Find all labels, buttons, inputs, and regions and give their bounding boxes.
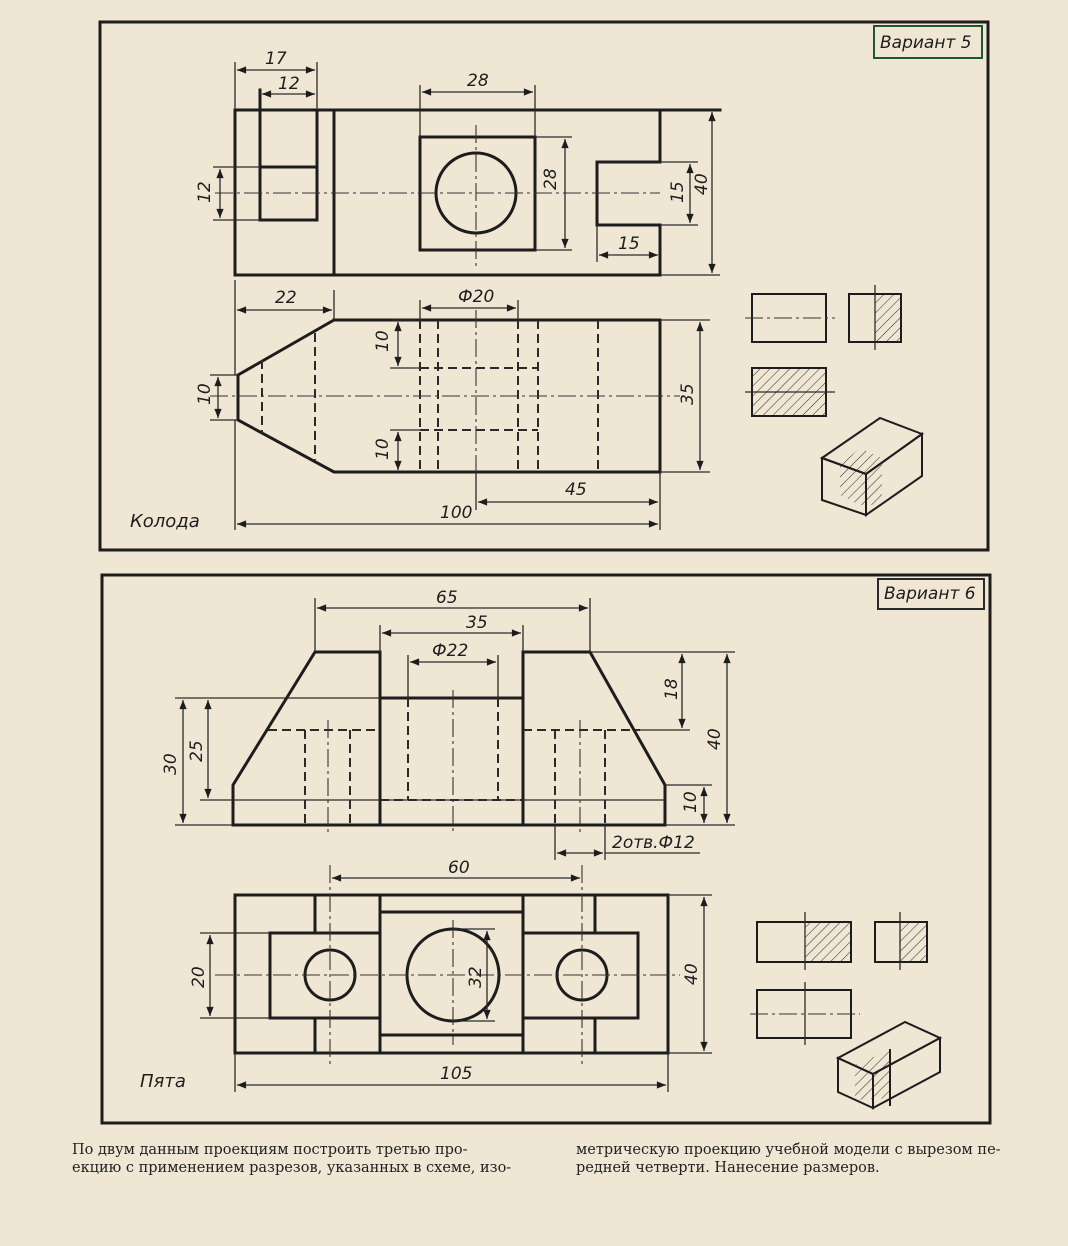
dim-22: 22 (275, 288, 297, 308)
dimensions-panel-5: 17 12 28 12 28 15 40 15 22 Ф20 10 10 10 … (195, 49, 720, 530)
dim-12-top: 12 (278, 74, 300, 94)
dim-28-side: 28 (541, 168, 561, 190)
dim-15-side: 15 (668, 181, 688, 203)
plan-view (215, 865, 680, 1065)
panel-frame (98, 20, 990, 552)
dim-28-top: 28 (467, 71, 489, 91)
isometric-model-6 (835, 1020, 943, 1110)
dim-45: 45 (565, 480, 587, 500)
panel-variant-6: Вариант 6 (100, 573, 992, 1125)
dim-20: 20 (189, 966, 209, 988)
dim-40-plan: 40 (682, 963, 702, 985)
part-name: Колода (130, 511, 200, 532)
dim-10-lower: 10 (373, 438, 393, 460)
dim-18: 18 (662, 678, 682, 700)
dim-15-bottom: 15 (618, 234, 640, 254)
section-scheme-6 (750, 912, 928, 1045)
dim-60: 60 (448, 858, 470, 878)
caption-line: редней четверти. Нанесение размеров. (576, 1160, 880, 1176)
variant-box (873, 25, 983, 59)
dim-two-holes-phi-12: 2отв.Ф12 (612, 833, 695, 853)
dim-10-upper: 10 (373, 330, 393, 352)
dim-40-front: 40 (705, 728, 725, 750)
front-view (215, 88, 722, 277)
dim-35: 35 (466, 613, 488, 633)
panel-frame (100, 573, 992, 1125)
dim-10-left: 10 (195, 383, 215, 405)
caption-left: По двум данным проекциям построить треть… (72, 1141, 511, 1177)
dim-12-side: 12 (195, 181, 215, 203)
variant-label: Вариант 6 (884, 584, 976, 604)
caption-line: По двум данным проекциям построить треть… (72, 1142, 468, 1158)
dim-40: 40 (692, 173, 712, 195)
dim-30: 30 (161, 753, 181, 775)
caption-right: метрическую проекцию учебной модели с вы… (576, 1141, 1001, 1177)
dim-65: 65 (436, 588, 458, 608)
section-scheme-5 (745, 285, 902, 417)
dim-32: 32 (466, 966, 486, 988)
dim-100: 100 (440, 503, 472, 523)
dim-25: 25 (187, 740, 207, 762)
plan-view (210, 310, 710, 480)
dim-phi-22: Ф22 (432, 641, 468, 661)
dim-35: 35 (678, 383, 698, 405)
caption-line: метрическую проекцию учебной модели с вы… (576, 1142, 1001, 1158)
caption-line: екцию с применением разрезов, указанных … (72, 1160, 512, 1176)
dim-17: 17 (265, 49, 287, 69)
dim-phi-20: Ф20 (458, 287, 494, 307)
dimensions-panel-6: 65 35 Ф22 18 40 30 25 10 2отв.Ф12 60 20 … (161, 588, 735, 1092)
front-view (231, 650, 667, 835)
dim-105: 105 (440, 1064, 472, 1084)
isometric-model-5 (819, 416, 925, 517)
part-name: Пята (140, 1071, 186, 1092)
panel-variant-5: Вариант 5 (98, 20, 990, 552)
dim-10: 10 (681, 791, 701, 813)
variant-label: Вариант 5 (880, 33, 972, 53)
